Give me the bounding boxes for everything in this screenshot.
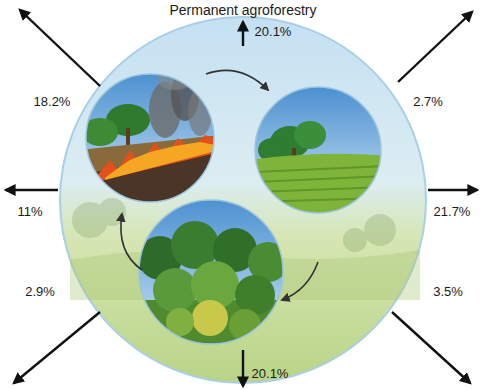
percentage-label: 21.7% [434, 205, 471, 219]
percentage-label: 3.5% [433, 285, 463, 299]
cycle-arrows [121, 70, 318, 300]
percentage-label: 20.1% [255, 25, 292, 39]
percentage-label: 2.7% [413, 95, 443, 109]
transition-arrows [6, 10, 477, 386]
destination-label: Permanent agroforestry [169, 3, 316, 18]
percentage-label: 2.9% [25, 285, 55, 299]
slash-and-burn-scene [80, 66, 220, 210]
cropland-scene [250, 85, 390, 215]
fallow-forest-scene [135, 195, 290, 350]
percentage-label: 20.1% [252, 367, 289, 381]
system-circle [60, 17, 426, 383]
percentage-label: 18.2% [34, 95, 71, 109]
percentage-label: 11% [17, 205, 42, 219]
